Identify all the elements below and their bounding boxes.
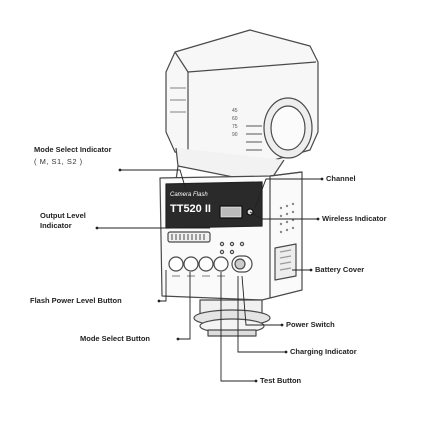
label-charging-indicator: Charging Indicator — [290, 347, 357, 356]
label-test-button: Test Button — [260, 376, 302, 385]
label-mode-select-button: Mode Select Button — [80, 334, 151, 343]
output-level-strip — [167, 231, 245, 255]
leader-mode-select-button — [178, 272, 191, 340]
leader-mode-indicator — [120, 169, 187, 191]
leader-power-switch — [241, 275, 282, 326]
label-power-switch: Power Switch — [286, 320, 335, 329]
leader-lines — [97, 169, 322, 382]
head-marking-3: 75 — [232, 124, 238, 130]
label-battery-cover: Battery Cover — [315, 265, 365, 274]
device-model-text: TT520 II — [170, 203, 211, 215]
head-marking-1: 45 — [232, 108, 238, 114]
head-marking-4: 90 — [232, 132, 238, 138]
label-output-level-line1: Output Level — [40, 211, 86, 220]
label-channel: Channel — [326, 174, 356, 183]
label-wireless-indicator: Wireless Indicator — [322, 214, 387, 223]
head-marking-2: 60 — [232, 116, 238, 122]
leader-power-level-button — [159, 270, 167, 302]
flash-head — [165, 29, 319, 169]
button-row — [168, 255, 253, 277]
hot-shoe-foot — [193, 299, 271, 337]
leader-charging-indicator — [237, 276, 286, 353]
label-output-level-line2: Indicator — [40, 221, 72, 230]
leader-test-button — [220, 272, 256, 382]
lcd-panel — [165, 181, 263, 229]
leader-dots — [95, 168, 324, 383]
leader-channel — [254, 178, 322, 209]
leader-wireless — [249, 211, 318, 220]
device-brand-text: Camera Flash — [170, 192, 208, 198]
label-flash-power-level-button: Flash Power Level Button — [30, 296, 122, 305]
label-mode-values: ( M, S1, S2 ) — [34, 157, 83, 166]
label-mode-select-indicator: Mode Select Indicator — [34, 145, 112, 154]
